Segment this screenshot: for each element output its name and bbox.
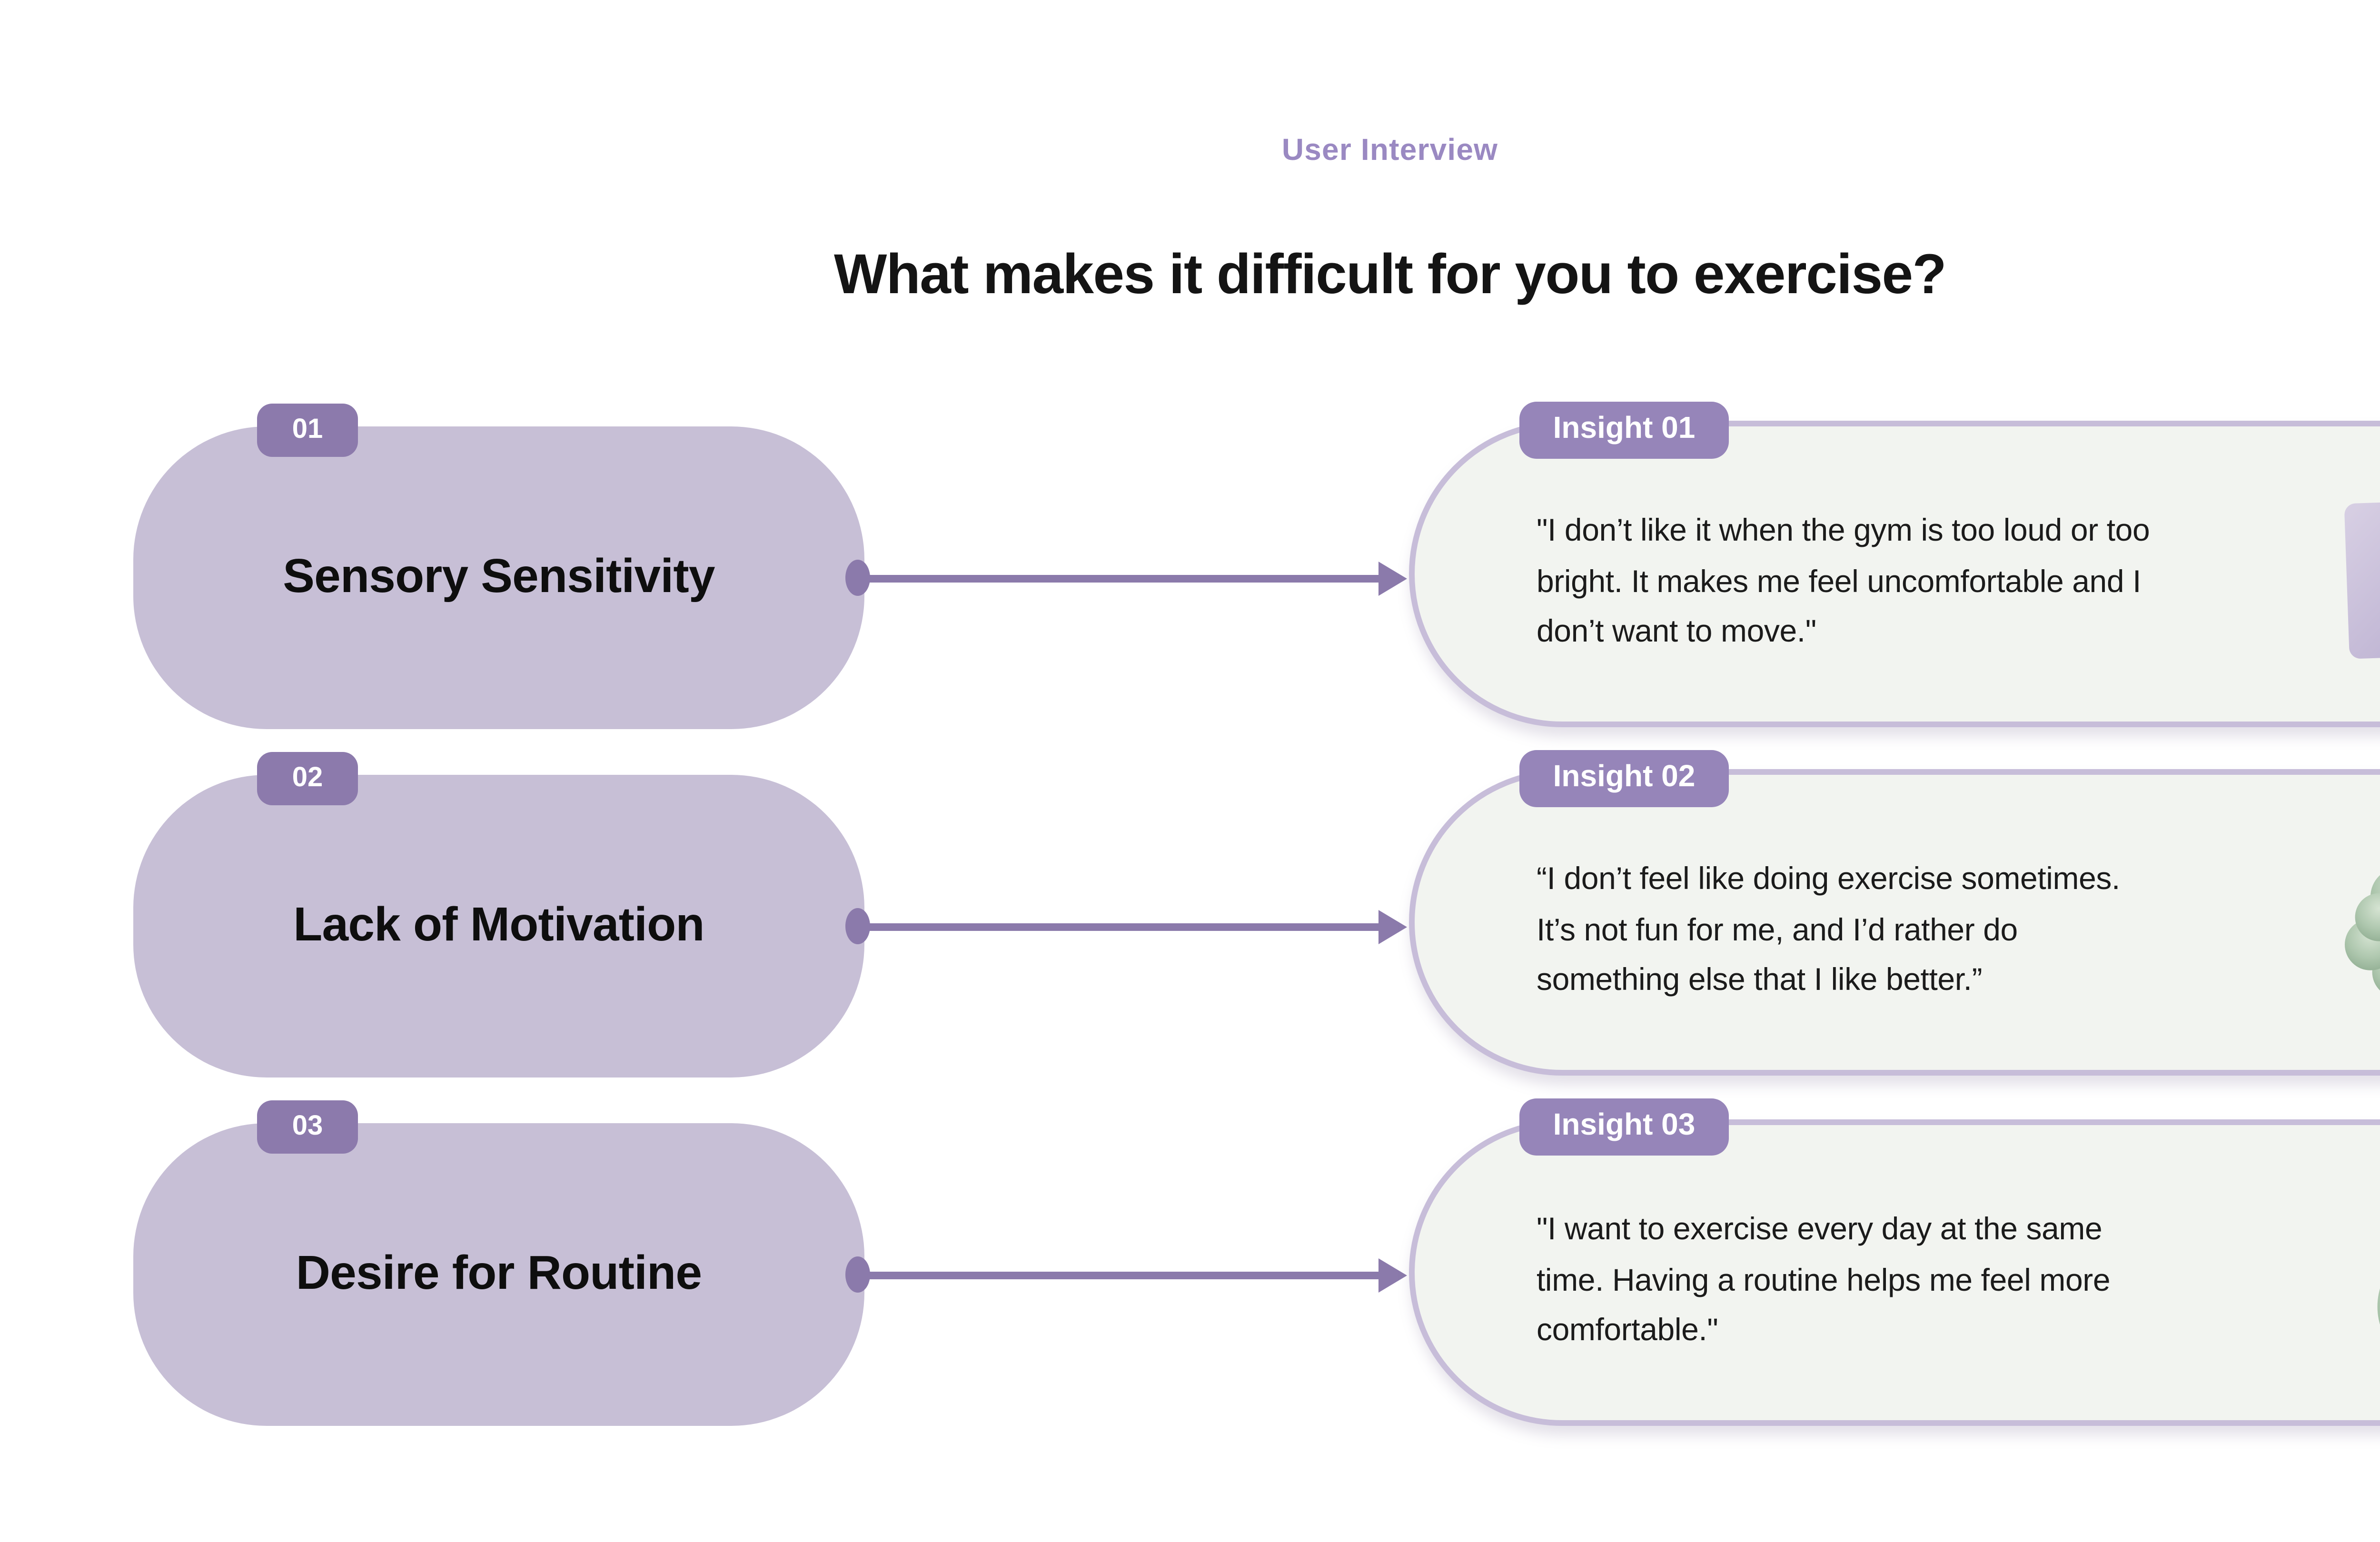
connector-arrowhead-icon [1378,909,1407,943]
insight-badge: Insight 03 [1519,1098,1729,1156]
quote-text: “I don’t feel like doing exercise someti… [1537,862,2120,998]
number-badge: 03 [257,1100,358,1154]
number-badge: 02 [257,752,358,805]
topic-pill-desire-for-routine: Desire for Routine [133,1123,864,1426]
insight-badge: Insight 01 [1519,402,1729,459]
connector-arrowhead-icon [1378,1257,1407,1292]
quote-text: "I don’t like it when the gym is too lou… [1537,514,2150,649]
insight-card: "I don’t like it when the gym is too lou… [1409,421,2380,727]
quote-text: "I want to exercise every day at the sam… [1537,1213,2111,1348]
purple-square-robot-character [2344,499,2380,659]
topic-label: Sensory Sensitivity [283,550,715,603]
page-title: What makes it difficult for you to exerc… [834,244,1947,306]
topic-pill-sensory-sensitivity: Sensory Sensitivity [133,426,864,729]
connector-line [861,574,1386,582]
insight-card: "I want to exercise every day at the sam… [1409,1119,2380,1426]
insight-badge: Insight 02 [1519,750,1729,807]
topic-label: Desire for Routine [296,1247,702,1300]
connector-arrowhead-icon [1378,561,1407,595]
topic-pill-lack-of-motivation: Lack of Motivation [133,775,864,1077]
green-bunny-character [2377,1288,2380,1325]
number-badge: 01 [257,404,358,457]
topic-label: Lack of Motivation [293,899,704,952]
eyebrow-label: User Interview [1281,135,1498,168]
green-cloud-character [2345,875,2380,991]
insight-card: “I don’t feel like doing exercise someti… [1409,769,2380,1076]
connector-line [861,1271,1386,1278]
connector-line [861,922,1386,930]
